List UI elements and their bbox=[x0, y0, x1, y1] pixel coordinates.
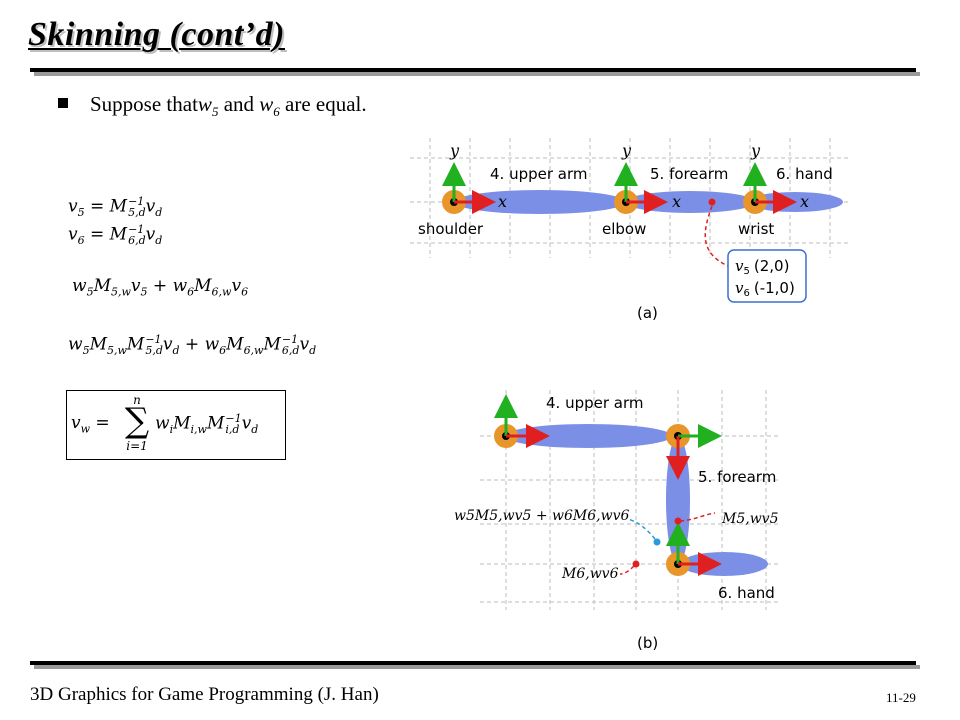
vertex-point-a bbox=[708, 198, 716, 206]
axis-x-label-3: x bbox=[800, 192, 809, 211]
page-number: 11-29 bbox=[886, 690, 916, 705]
equation-general: vw = bbox=[71, 413, 110, 436]
bone-label-forearm-b: 5. forearm bbox=[698, 468, 776, 486]
bullet-text-pre: Suppose that bbox=[90, 92, 198, 116]
axis-x-label-1: x bbox=[498, 192, 507, 211]
bullet-w6: w6 bbox=[259, 92, 280, 120]
axis-y-label-1: y bbox=[449, 141, 460, 160]
leader-m6 bbox=[619, 565, 635, 575]
axis-y-label-2: y bbox=[621, 141, 632, 160]
callout-v6: v6(-1,0) bbox=[735, 279, 795, 299]
bullet-text-post: are equal. bbox=[279, 92, 367, 116]
joint-wrist bbox=[743, 162, 797, 214]
slide-title: Skinning (cont’d) bbox=[28, 16, 285, 53]
vertex-m5-point bbox=[674, 517, 682, 525]
bullet-square-icon bbox=[58, 98, 68, 108]
label-m6: M6,wv6 bbox=[561, 566, 619, 582]
footer-text: 3D Graphics for Game Programming (J. Han… bbox=[30, 684, 379, 705]
joint-elbow-b bbox=[666, 424, 722, 480]
bottom-rule-shadow bbox=[34, 665, 920, 669]
joint-elbow bbox=[614, 162, 668, 214]
joint-label-wrist: wrist bbox=[738, 220, 774, 238]
bullet-w5: w5 bbox=[197, 92, 219, 120]
figure-b: 4. upper arm 5. forearm 6. hand w5M5,wv5… bbox=[454, 390, 780, 652]
vertex-leader-a bbox=[704, 205, 729, 267]
leader-m5 bbox=[679, 512, 716, 522]
sigma-icon: ∑ bbox=[124, 401, 150, 441]
axis-y-label-3: y bbox=[750, 141, 761, 160]
bone-label-upper-arm: 4. upper arm bbox=[490, 165, 588, 183]
top-rule bbox=[30, 68, 916, 72]
vertex-blend-point bbox=[653, 538, 661, 546]
bone-label-forearm: 5. forearm bbox=[650, 165, 728, 183]
bottom-rule bbox=[30, 661, 916, 665]
figure-a-caption: (a) bbox=[637, 304, 658, 322]
axis-x-label-2: x bbox=[672, 192, 681, 211]
equation-blend: w5M5,wv5 + w6M6,wv6 bbox=[72, 276, 249, 299]
joint-shoulder-b bbox=[494, 394, 550, 448]
sum-lower-limit: i=1 bbox=[126, 439, 148, 453]
sum-upper-limit: n bbox=[133, 393, 141, 407]
joint-label-shoulder: shoulder bbox=[418, 220, 484, 238]
vertex-m6-point bbox=[632, 560, 640, 568]
joint-shoulder bbox=[442, 162, 496, 214]
top-rule-shadow bbox=[34, 72, 920, 76]
figure-a: y y y x x x 4. upper arm 5. forearm 6. h… bbox=[410, 138, 850, 322]
bone-label-hand: 6. hand bbox=[776, 165, 833, 183]
bullet-text-and: and bbox=[218, 92, 260, 116]
figure-b-caption: (b) bbox=[637, 634, 658, 652]
label-blend: w5M5,wv5 + w6M6,wv6 bbox=[454, 508, 629, 524]
bone-label-hand-b: 6. hand bbox=[718, 584, 775, 602]
bullet-item: Suppose that w5 and w6 are equal. bbox=[58, 92, 367, 120]
grid-b bbox=[480, 390, 780, 610]
label-m5: M5,wv5 bbox=[721, 511, 779, 527]
joint-label-elbow: elbow bbox=[602, 220, 646, 238]
callout-v5: v5(2,0) bbox=[735, 257, 789, 277]
joint-wrist-b bbox=[666, 522, 722, 576]
vertex-callout-a bbox=[727, 249, 807, 303]
bone-label-upper-arm-b: 4. upper arm bbox=[546, 394, 644, 412]
bone-upper-arm bbox=[454, 190, 626, 214]
leader-blend bbox=[627, 518, 656, 540]
